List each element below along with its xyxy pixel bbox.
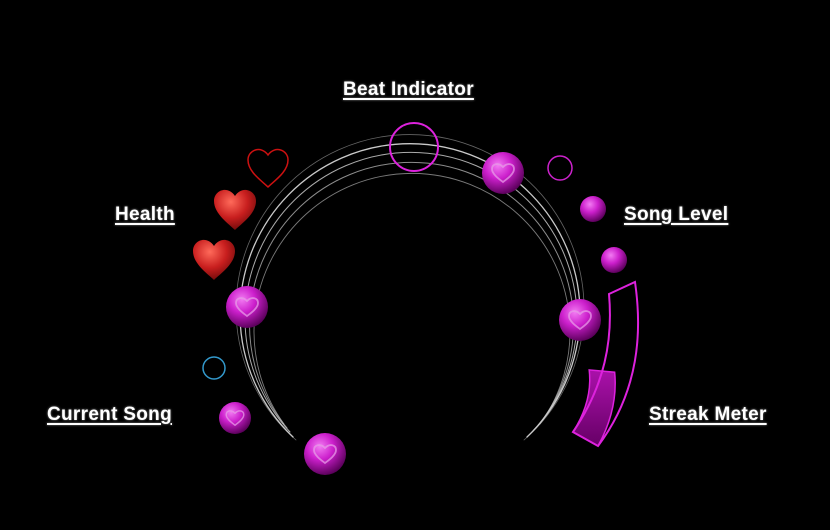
track-arc-3 — [249, 161, 574, 429]
health-label: Health — [115, 204, 175, 225]
song-level-dots — [580, 196, 627, 273]
beat-indicator — [389, 122, 439, 172]
health-hearts — [193, 148, 289, 280]
track-arc-1 — [239, 143, 581, 438]
heart-filled-icon — [193, 239, 235, 280]
song-level-dot — [580, 196, 606, 222]
incoming-note-ring — [547, 155, 573, 181]
note-orb-left — [226, 286, 268, 328]
note-orb-top-right — [482, 152, 524, 194]
note-orbs — [226, 152, 601, 475]
song-level-label: Song Level — [624, 204, 729, 225]
track-ring — [235, 134, 585, 441]
current-song-label: Current Song — [47, 404, 172, 425]
incoming-ring-blue — [202, 356, 226, 380]
track-arc-4 — [253, 173, 571, 425]
note-orb-bottom — [304, 433, 346, 475]
song-level-dot — [601, 247, 627, 273]
current-song-orb — [219, 402, 251, 434]
note-orb-right — [559, 299, 601, 341]
heart-outline-icon — [247, 148, 289, 189]
heart-filled-icon — [214, 189, 256, 230]
track-arc-2 — [244, 151, 578, 433]
streak-meter-fill — [571, 369, 616, 448]
streak-meter-frame — [571, 280, 640, 448]
streak-meter — [571, 280, 640, 448]
track-arc-5 — [235, 134, 585, 441]
streak-meter-label: Streak Meter — [649, 404, 767, 425]
beat-indicator-label: Beat Indicator — [343, 79, 474, 100]
beat-target-ring — [389, 122, 439, 172]
